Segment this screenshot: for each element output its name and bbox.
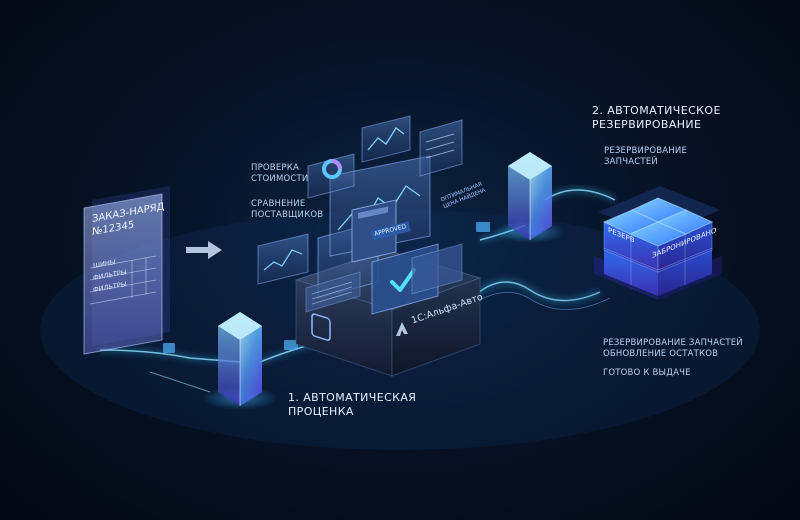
data-packet — [284, 340, 298, 350]
reserved-parts-cubes — [594, 186, 722, 300]
check-icon — [390, 268, 416, 292]
data-packet — [163, 343, 175, 353]
arrow-right-icon — [186, 241, 222, 259]
step2-line1: 2. АВТОМАТИЧЕСКОЕ — [592, 104, 721, 117]
floating-panels — [257, 115, 463, 285]
data-packet — [476, 222, 490, 232]
supplier-compare-line2: ПОСТАВЩИКОВ — [251, 209, 324, 220]
reserve-parts-line1: РЕЗЕРВИРОВАНИЕ — [604, 146, 688, 156]
reserve-parts-label: РЕЗЕРВИРОВАНИЕ ЗАПЧАСТЕЙ — [604, 146, 687, 167]
price-check-line1: ПРОВЕРКА — [251, 163, 299, 173]
status-ready: ГОТОВО К ВЫДАЧЕ — [603, 368, 691, 378]
crystal-left — [202, 312, 278, 410]
work-order-document — [83, 186, 170, 355]
supplier-compare-label: СРАВНЕНИЕ ПОСТАВЩИКОВ — [251, 199, 323, 220]
line-chart-icon — [367, 127, 405, 151]
step1-line1: 1. АВТОМАТИЧЕСКАЯ — [288, 391, 417, 404]
status-item: ОБНОВЛЕНИЕ ОСТАТКОВ — [603, 348, 719, 359]
supplier-compare-line1: СРАВНЕНИЕ — [251, 199, 306, 209]
status-item: РЕЗЕРВИРОВАНИЕ ЗАПЧАСТЕЙ — [603, 338, 743, 348]
step1-line2: ПРОЦЕНКА — [288, 404, 354, 418]
step2-line2: РЕЗЕРВИРОВАНИЕ — [592, 117, 702, 131]
price-check-line2: СТОИМОСТИ — [251, 173, 309, 184]
step2-heading: 2. АВТОМАТИЧЕСКОЕ РЕЗЕРВИРОВАНИЕ — [592, 104, 721, 132]
step1-heading: 1. АВТОМАТИЧЕСКАЯ ПРОЦЕНКА — [288, 391, 416, 419]
donut-chart-icon — [322, 159, 342, 179]
status-list: РЕЗЕРВИРОВАНИЕ ЗАПЧАСТЕЙ ОБНОВЛЕНИЕ ОСТА… — [603, 338, 743, 359]
reserve-parts-line2: ЗАПЧАСТЕЙ — [604, 156, 658, 167]
flow-stream-lower — [467, 278, 611, 310]
brand-logo-icon — [396, 322, 408, 336]
work-order-rows: ШИНЫ ФИЛЬТРЫ ФИЛЬТРЫ — [93, 254, 126, 296]
crystal-right — [494, 152, 566, 243]
price-check-label: ПРОВЕРКА СТОИМОСТИ — [251, 163, 309, 184]
